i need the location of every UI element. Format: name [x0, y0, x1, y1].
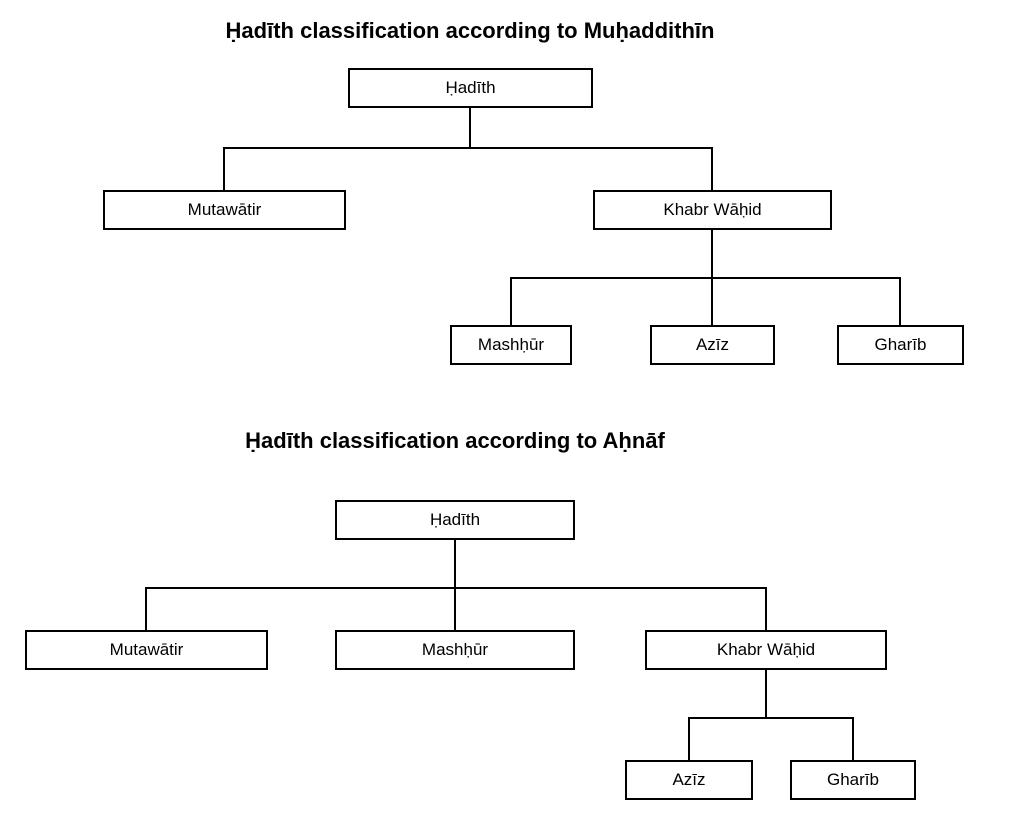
node-aziz-ahnaf: Azīz: [625, 760, 753, 800]
node-gharib-ahnaf: Gharīb: [790, 760, 916, 800]
node-hadith-muhaddithin: Ḥadīth: [348, 68, 593, 108]
node-khabr-wahid-ahnaf: Khabr Wāḥid: [645, 630, 887, 670]
node-mutawatir-ahnaf: Mutawātir: [25, 630, 268, 670]
node-aziz-muhaddithin: Azīz: [650, 325, 775, 365]
diagram-title-ahnaf: Ḥadīth classification according to Aḥnāf: [245, 428, 665, 453]
node-mashhur-muhaddithin: Mashḥūr: [450, 325, 572, 365]
diagram-title-muhaddithin: Ḥadīth classification according to Muḥad…: [225, 18, 715, 43]
node-khabr-wahid-muhaddithin: Khabr Wāḥid: [593, 190, 832, 230]
node-gharib-muhaddithin: Gharīb: [837, 325, 964, 365]
node-hadith-ahnaf: Ḥadīth: [335, 500, 575, 540]
node-mutawatir-muhaddithin: Mutawātir: [103, 190, 346, 230]
node-mashhur-ahnaf: Mashḥūr: [335, 630, 575, 670]
